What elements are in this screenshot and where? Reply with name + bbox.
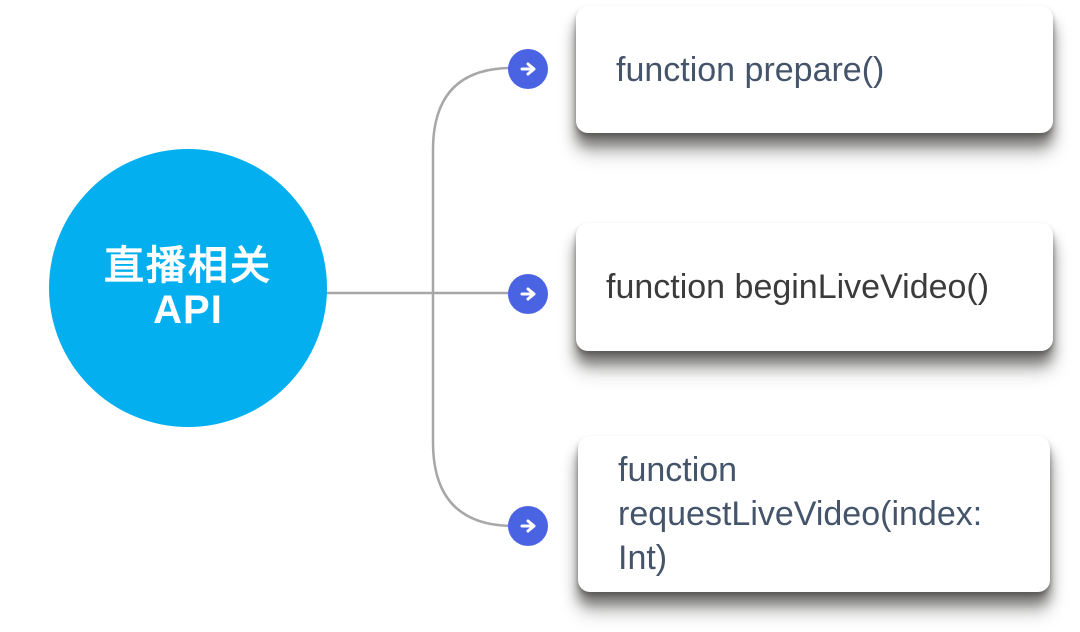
node-label: function requestLiveVideo(index: Int) bbox=[618, 451, 983, 577]
arrow-right-icon bbox=[508, 506, 548, 546]
node-label: function beginLiveVideo() bbox=[606, 268, 990, 306]
node-function-begin-live-video: function beginLiveVideo() bbox=[576, 223, 1053, 351]
connector-bottom bbox=[431, 291, 514, 528]
root-node-label-line2: API bbox=[153, 288, 223, 332]
arrow-right-icon bbox=[508, 274, 548, 314]
connector-top bbox=[431, 66, 514, 295]
node-label: function prepare() bbox=[616, 50, 885, 89]
node-function-request-live-video: function requestLiveVideo(index: Int) bbox=[578, 436, 1050, 592]
arrow-right-icon bbox=[508, 49, 548, 89]
root-node-live-api: 直播相关 API bbox=[49, 149, 327, 427]
node-function-prepare: function prepare() bbox=[576, 6, 1053, 133]
root-node-label-line1: 直播相关 bbox=[104, 244, 272, 288]
